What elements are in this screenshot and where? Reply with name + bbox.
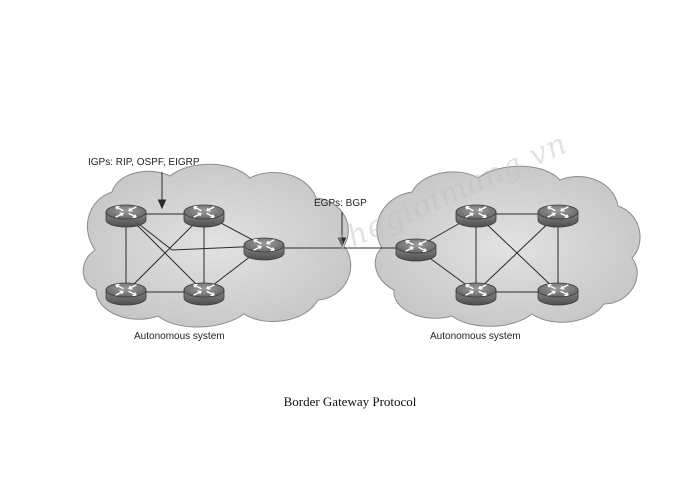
router-icon [395,238,437,262]
router-icon [105,282,147,306]
router-icon [455,282,497,306]
arrow-down-icon [337,212,347,248]
figure-caption: Border Gateway Protocol [283,394,417,409]
right-as-label: Autonomous system [430,331,521,342]
router-icon [183,282,225,306]
left-as-cloud [82,163,352,328]
arrow-down-icon [157,172,167,210]
egp-label: EGPs: BGP [314,198,367,209]
router-icon [537,282,579,306]
router-icon [455,204,497,228]
router-icon [537,204,579,228]
left-as-label: Autonomous system [134,331,225,342]
igp-label: IGPs: RIP, OSPF, EIGRP [88,157,200,168]
router-icon [105,204,147,228]
router-icon [183,204,225,228]
router-icon [243,237,285,261]
